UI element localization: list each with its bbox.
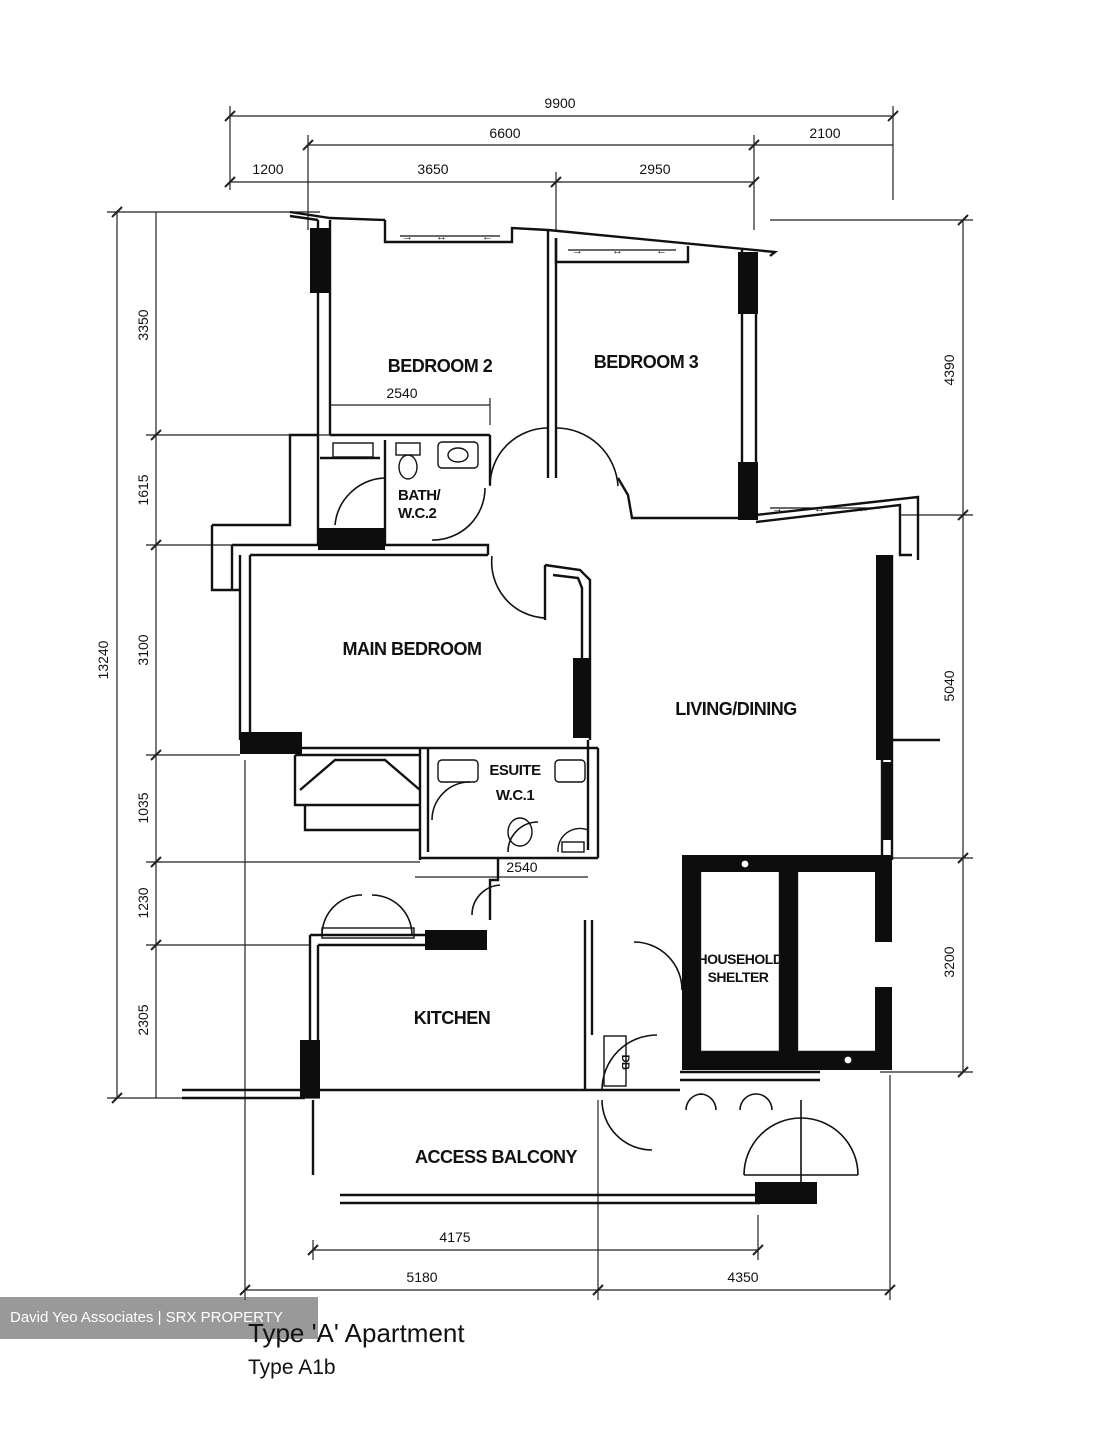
dim-top-b: 3650: [417, 161, 448, 177]
label-ensuite-line-1: ESUITE: [489, 762, 541, 779]
watermark-banner: David Yeo Associates | SRX PROPERTY: [0, 1297, 318, 1339]
dim-left-f: 2305: [135, 1004, 151, 1035]
svg-text:↔: ↔: [612, 245, 623, 257]
label-living-dining: LIVING/DINING: [675, 699, 797, 719]
dim-left-d: 1035: [135, 792, 151, 823]
svg-text:→: →: [572, 245, 583, 257]
label-main-bedroom: MAIN BEDROOM: [343, 639, 482, 659]
plan-title: Type 'A' Apartment: [248, 1318, 465, 1348]
window-arrows: → ↔ ← → ↔ ← → ↔ ←: [402, 231, 869, 515]
fixtures: [321, 441, 627, 1087]
label-bath-line-1: BATH/: [398, 487, 442, 504]
windows: [400, 235, 880, 509]
label-ensuite-line-2: W.C.1: [496, 787, 534, 804]
dim-left-a: 3350: [135, 309, 151, 340]
dimension-ticks: [111, 110, 969, 1296]
svg-text:↔: ↔: [436, 231, 447, 243]
dim-top-mid-left: 6600: [489, 125, 520, 141]
svg-text:←: ←: [656, 245, 667, 257]
label-shelter-line-2: SHELTER: [708, 969, 769, 985]
dim-top-a: 1200: [252, 161, 283, 177]
svg-text:←: ←: [482, 231, 493, 243]
svg-text:↔: ↔: [814, 503, 825, 515]
dim-inner-a: 2540: [386, 385, 417, 401]
door-swings: [321, 427, 859, 1182]
dim-right-a: 4390: [941, 354, 957, 385]
plan-subtitle: Type A1b: [248, 1356, 336, 1379]
dim-right-c: 3200: [941, 946, 957, 977]
dim-inner-b: 2540: [506, 859, 537, 875]
dim-top-c: 2950: [639, 161, 670, 177]
svg-text:→: →: [772, 503, 783, 515]
dim-bottom-inner: 4175: [439, 1229, 470, 1245]
label-bedroom-3: BEDROOM 3: [594, 352, 699, 372]
structural-columns: [240, 228, 893, 1204]
dim-left-b: 1615: [135, 474, 151, 505]
label-db: DB: [619, 1055, 631, 1070]
label-bath-line-2: W.C.2: [398, 505, 436, 522]
dimension-lines: [107, 106, 973, 1300]
dim-bottom-left: 5180: [406, 1269, 437, 1285]
shelter-vents: [740, 859, 853, 1065]
label-kitchen: KITCHEN: [414, 1008, 491, 1028]
dim-top-total: 9900: [544, 95, 575, 111]
label-bedroom-2: BEDROOM 2: [388, 356, 493, 376]
label-shelter-line-1: HOUSEHOLD: [698, 951, 783, 967]
dim-left-c: 3100: [135, 634, 151, 665]
dim-bottom-right: 4350: [727, 1269, 758, 1285]
dim-top-mid-right: 2100: [809, 125, 840, 141]
dim-left-e: 1230: [135, 887, 151, 918]
dim-left-total: 13240: [95, 640, 111, 679]
label-access-balcony: ACCESS BALCONY: [415, 1147, 578, 1167]
svg-text:→: →: [402, 231, 413, 243]
dim-right-b: 5040: [941, 670, 957, 701]
svg-text:←: ←: [858, 503, 869, 515]
